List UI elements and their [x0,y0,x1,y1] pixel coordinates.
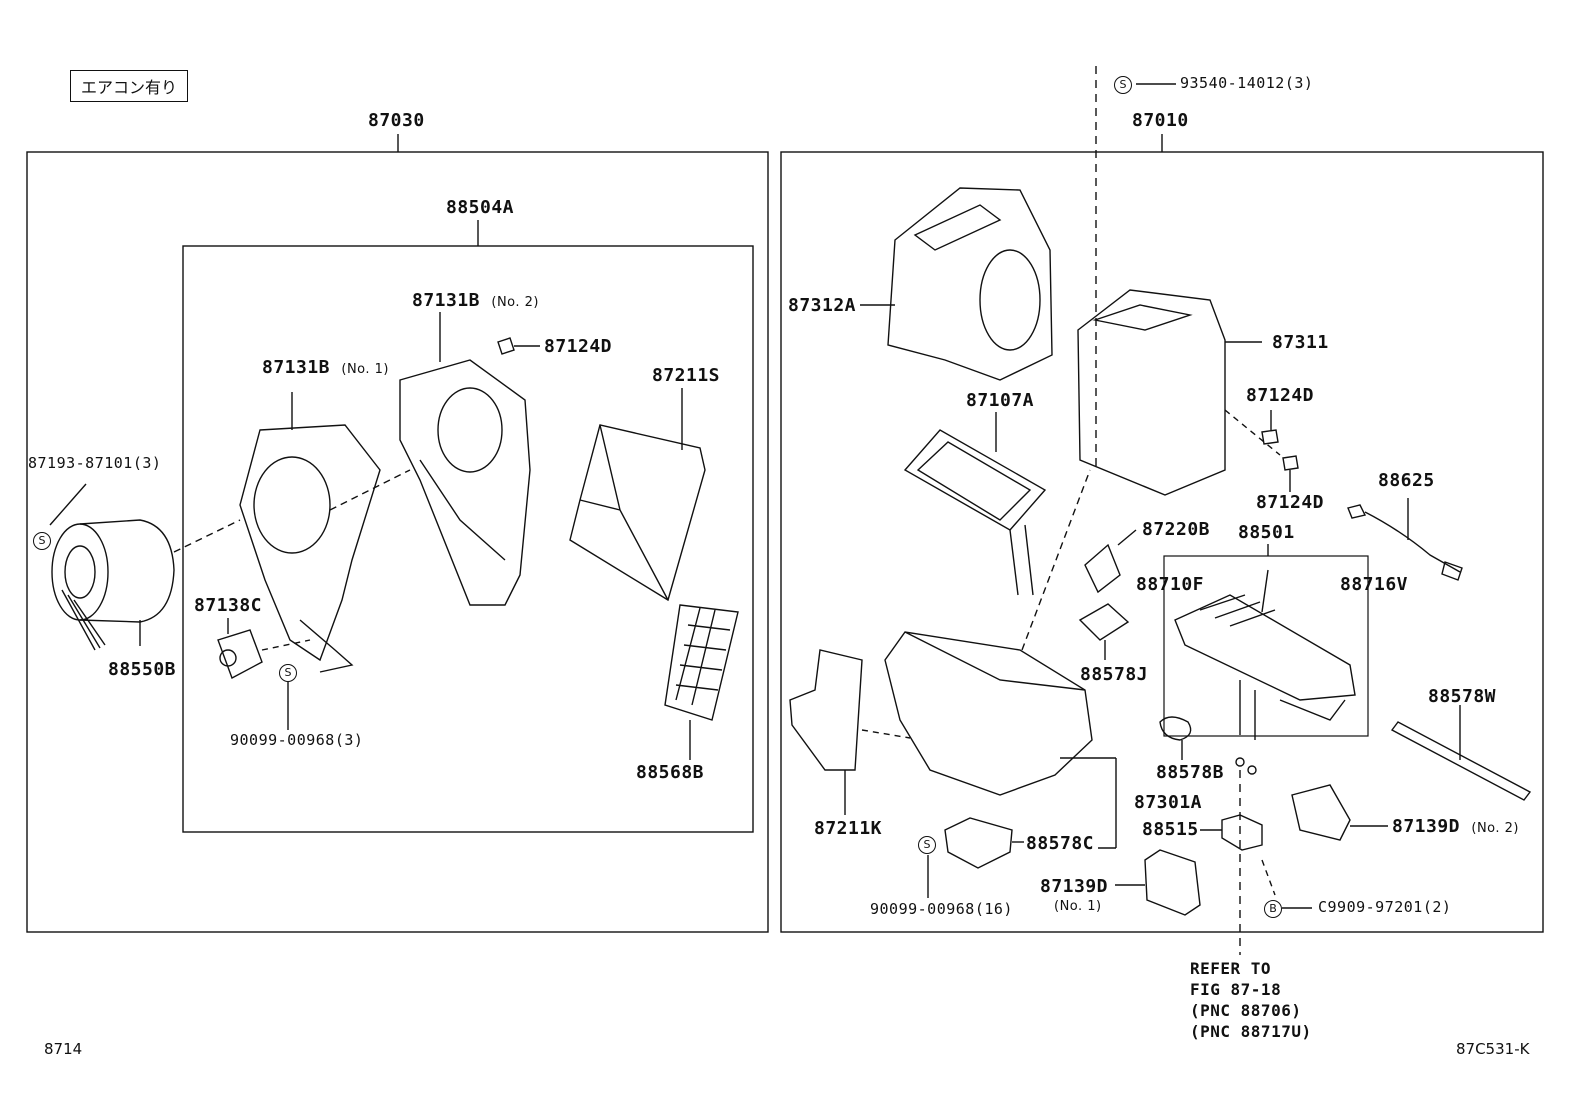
part-variant: (No. 1) [341,362,390,377]
seal-88578w-part [1390,721,1532,801]
seal-88578j-part [1078,603,1130,641]
assembly-label-87010[interactable]: 87010 [1132,110,1189,131]
refer-note-line: FIG 87-18 [1190,980,1282,999]
part-variant-87139d-no1: (No. 1) [1054,899,1102,914]
refer-note-line: REFER TO [1190,959,1272,978]
part-number: 87131B [412,290,481,311]
part-label-87107a[interactable]: 87107A [966,390,1035,411]
assembly-label-87030[interactable]: 87030 [368,110,425,131]
resistor-part [217,618,311,679]
part-label-87193-87101[interactable]: 87193-87101(3) [28,454,162,472]
part-label-87124d-lower[interactable]: 87124D [1256,492,1325,513]
part-label-88578w[interactable]: 88578W [1428,686,1497,707]
part-label-87131b-no1[interactable]: 87131B (No. 1) [262,359,389,377]
part-label-87138c[interactable]: 87138C [194,595,263,616]
duct-part [789,649,911,815]
part-label-88501[interactable]: 88501 [1238,522,1295,543]
part-label-88625[interactable]: 88625 [1378,470,1435,491]
clip-part [497,337,515,355]
bolt-symbol: B [1264,900,1282,918]
frame-87010 [780,151,1544,933]
figure-code: 87C531-K [1456,1040,1530,1058]
clip-part-upper [1261,429,1279,445]
screw-symbol: S [33,532,51,550]
air-case-sub-part [884,469,1117,849]
part-variant: (No. 2) [1471,821,1520,836]
part-label-87301a[interactable]: 87301A [1134,792,1203,813]
air-case-lower-part [1077,289,1262,496]
frame-87030 [26,151,769,933]
part-label-88578b[interactable]: 88578B [1156,762,1225,783]
part-label-90099-00968-16[interactable]: 90099-00968(16) [870,900,1013,918]
part-label-c9909-97201[interactable]: C9909-97201(2) [1318,898,1452,916]
part-label-93540-14012[interactable]: 93540-14012(3) [1180,74,1314,92]
part-label-88515[interactable]: 88515 [1142,819,1199,840]
part-label-88578j[interactable]: 88578J [1080,664,1149,685]
screw-symbol: S [1114,76,1132,94]
scroll-case-no2-part [399,312,531,606]
part-label-87131b-no2[interactable]: 87131B (No. 2) [412,292,539,310]
refer-note-line: (PNC 88717U) [1190,1022,1312,1041]
page-number: 8714 [44,1040,83,1058]
refer-note-line: (PNC 88706) [1190,1001,1302,1020]
frame-88504a [182,245,754,833]
part-label-88716v[interactable]: 88716V [1340,574,1409,595]
evaporator-part [1174,569,1356,740]
air-filter-part [664,604,739,760]
part-label-87312a[interactable]: 87312A [788,295,857,316]
clip-part-lower [1282,455,1299,471]
part-label-87211k[interactable]: 87211K [814,818,883,839]
part-label-87211s[interactable]: 87211S [652,365,721,386]
frame-88501 [1163,555,1369,737]
part-label-87139d-no2[interactable]: 87139D (No. 2) [1392,818,1519,836]
part-label-87220b[interactable]: 87220B [1142,519,1211,540]
damper-no2-part [1291,784,1351,841]
air-case-upper-part [860,187,1053,381]
seal-88578c-part [944,817,1013,869]
part-label-87139d-no1[interactable]: 87139D [1040,876,1109,897]
part-label-87124d-upper[interactable]: 87124D [1246,385,1315,406]
screw-symbol: S [918,836,936,854]
part-label-90099-00968-3[interactable]: 90099-00968(3) [230,731,364,749]
scroll-case-no1-part [239,392,411,673]
wire-harness-part [1347,498,1463,581]
part-label-88568b[interactable]: 88568B [636,762,705,783]
assembly-label-88504a[interactable]: 88504A [446,197,515,218]
bracket-part [1084,543,1121,594]
part-label-88550b[interactable]: 88550B [108,659,177,680]
seal-88578b-part [1159,716,1192,741]
part-label-87124d-left[interactable]: 87124D [544,336,613,357]
part-variant: (No. 2) [491,295,540,310]
blower-motor-part [49,483,241,651]
part-label-87311[interactable]: 87311 [1272,332,1329,353]
option-tag: エアコン有り [70,70,189,102]
refer-note: REFER TO FIG 87-18 (PNC 88706) (PNC 8871… [1190,958,1312,1042]
part-label-88578c[interactable]: 88578C [1026,833,1095,854]
heater-core-part [903,412,1047,596]
screw-symbol: S [279,664,297,682]
part-number: 87131B [262,357,331,378]
part-number: 87139D [1392,816,1461,837]
damper-no1-part [1144,849,1201,916]
connector-part [1221,814,1263,851]
air-filter-frame-part [569,388,706,602]
part-label-88710f[interactable]: 88710F [1136,574,1205,595]
